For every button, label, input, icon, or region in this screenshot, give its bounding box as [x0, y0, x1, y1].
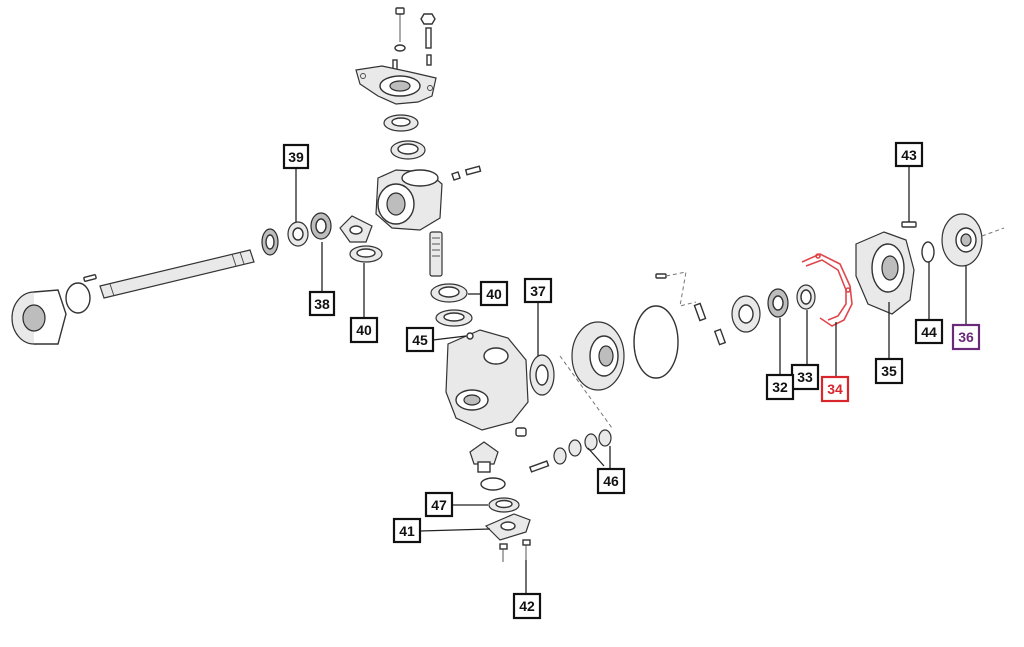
pinion-shaft	[429, 231, 443, 277]
callout-label: 47	[431, 497, 447, 513]
callout-44: 44	[914, 318, 944, 345]
callout-label: 43	[901, 147, 917, 163]
upper-seal	[383, 114, 419, 132]
thrust-washer-39	[287, 221, 309, 247]
callout-box	[596, 467, 626, 495]
small-bolt-right	[655, 273, 667, 279]
plug	[515, 427, 527, 437]
alignment-dash-upper	[665, 271, 697, 307]
callout-37: 37	[523, 277, 553, 304]
pinion-gear	[469, 441, 499, 473]
callout-34: 34	[820, 375, 850, 403]
callout-label: 40	[356, 322, 372, 338]
callout-label: 40	[486, 286, 502, 302]
callout-box	[424, 491, 454, 518]
axle-shaft	[99, 249, 255, 299]
cover-plate-41	[484, 513, 531, 541]
callout-40-upper: 40	[479, 280, 509, 307]
washer-47	[488, 497, 520, 513]
callout-box	[392, 517, 422, 544]
large-o-ring	[633, 305, 679, 379]
bearing-race	[435, 309, 473, 327]
o-ring-44	[921, 241, 935, 263]
callout-33: 33	[790, 363, 820, 391]
callout-box	[523, 277, 553, 304]
callout-box	[874, 357, 904, 385]
callout-label: 35	[881, 363, 897, 379]
callout-label: 39	[288, 149, 304, 165]
callout-box	[349, 316, 379, 344]
callout-box	[765, 373, 795, 401]
callout-32: 32	[765, 373, 795, 401]
pin-small	[83, 274, 97, 282]
callout-box	[914, 318, 944, 345]
callout-box	[820, 375, 850, 403]
seal-40-upper	[430, 283, 468, 303]
bevel-gear-left	[339, 215, 373, 243]
washer-47-thin	[480, 477, 506, 491]
o-ring-left	[65, 282, 91, 314]
callout-label: 36	[958, 329, 974, 345]
small-bolt-45	[466, 332, 474, 340]
differential-housing	[445, 329, 529, 431]
callout-label: 44	[921, 324, 937, 340]
washer-40-left	[349, 245, 383, 263]
spider-gears-46	[553, 429, 612, 465]
ring-gear	[571, 321, 625, 391]
callout-box	[951, 323, 981, 351]
upper-bearing	[390, 140, 426, 160]
alignment-dash-lower	[559, 355, 613, 429]
callout-box	[405, 326, 435, 353]
keys	[693, 302, 727, 346]
bolts-42	[499, 539, 531, 562]
small-bolt-top	[451, 165, 482, 181]
clip-34-highlighted	[801, 253, 853, 327]
callout-47: 47	[424, 491, 454, 518]
callout-box	[308, 290, 336, 317]
callout-label: 38	[314, 296, 330, 312]
callout-label: 42	[519, 598, 535, 614]
top-bolt	[394, 7, 406, 52]
callout-label: 46	[603, 473, 619, 489]
callout-36: 36	[951, 323, 981, 351]
leader-lines	[295, 166, 967, 594]
top-bracket-housing	[355, 65, 437, 105]
bearing-right	[731, 295, 761, 333]
callout-box	[512, 592, 542, 620]
side-gear-38	[310, 212, 332, 240]
bearing-37	[529, 354, 555, 396]
race-33	[796, 284, 816, 310]
callout-label: 33	[797, 369, 813, 385]
callout-39: 39	[282, 143, 310, 170]
callout-45: 45	[405, 326, 435, 353]
callout-40-left: 40	[349, 316, 379, 344]
steering-knuckle-housing	[375, 169, 443, 231]
bolt-43	[901, 221, 917, 228]
callout-42: 42	[512, 592, 542, 620]
callout-35: 35	[874, 357, 904, 385]
callout-46: 46	[596, 467, 626, 495]
callout-box	[282, 143, 310, 170]
callout-label: 37	[530, 283, 546, 299]
bearing-housing-35	[855, 231, 915, 315]
callout-41: 41	[392, 517, 422, 544]
callout-box	[894, 141, 924, 168]
callout-label: 45	[412, 332, 428, 348]
callout-box	[479, 280, 509, 307]
bolt-diff	[528, 460, 550, 473]
seal-32	[767, 288, 789, 318]
callout-label: 32	[772, 379, 788, 395]
callout-label: 41	[399, 523, 415, 539]
axle-hub-flange	[11, 289, 67, 345]
callout-43: 43	[894, 141, 924, 168]
callout-label: 34	[827, 381, 843, 397]
callout-38: 38	[308, 290, 336, 317]
axle-seal	[261, 228, 279, 256]
hub-cap-36	[941, 213, 1005, 267]
top-nut-stud	[392, 13, 436, 71]
